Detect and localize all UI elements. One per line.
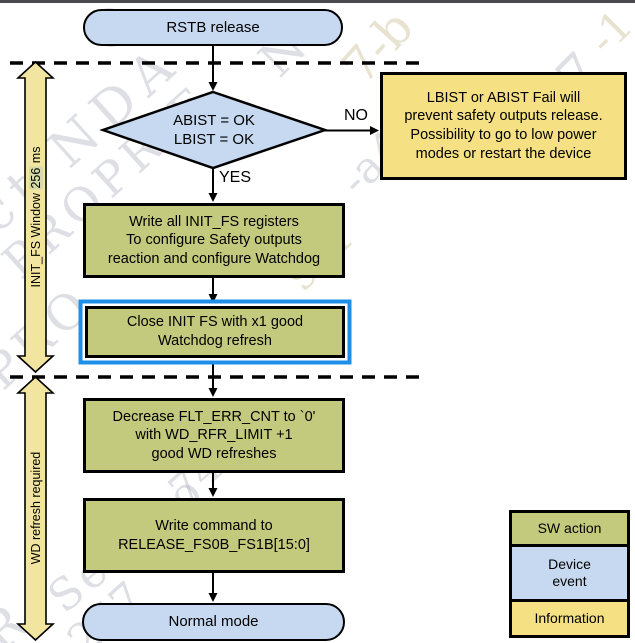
wd-refresh-arrow: [15, 375, 56, 642]
wd-refresh-label: WD refresh required: [29, 451, 43, 565]
init-fs-window-label-prefix: INIT_FS Window: [29, 189, 43, 288]
arrowhead: [208, 488, 218, 497]
arrowhead: [208, 193, 218, 202]
top-border: [0, 0, 635, 3]
action-write-init-fs: Write all INIT_FS registers To configure…: [83, 203, 345, 278]
start-node-rstb-release: RSTB release: [83, 9, 343, 46]
arrowhead: [370, 126, 379, 135]
decision-diamond: [99, 90, 329, 170]
arrowhead: [208, 593, 218, 602]
legend-sw-action: SW action: [509, 510, 630, 547]
info-box-bist-fail: LBIST or ABIST Fail will prevent safety …: [380, 72, 627, 180]
yes-label: YES: [219, 169, 252, 186]
action-write-release-command: Write command to RELEASE_FS0B_FS1B[15:0]: [83, 498, 345, 573]
init-fs-window-label: INIT_FS Window 256 ms: [29, 146, 43, 288]
action-close-init-fs-selected: Close INIT FS with x1 good Watchdog refr…: [85, 306, 345, 358]
legend: SW action Device event Information: [509, 510, 630, 638]
legend-device-event: Device event: [509, 544, 630, 602]
init-fs-window-label-256: 256: [29, 166, 43, 190]
legend-information: Information: [509, 599, 630, 638]
action-decrease-flt-err-cnt: Decrease FLT_ERR_CNT to `0' with WD_RFR_…: [83, 398, 345, 473]
arrowhead: [208, 294, 218, 303]
init-fs-window-arrow: [15, 60, 56, 374]
no-label: NO: [344, 107, 368, 124]
init-fs-window-label-suffix: ms: [29, 146, 43, 167]
end-node-normal-mode: Normal mode: [82, 603, 345, 641]
arrowhead: [208, 82, 218, 91]
arrowhead: [208, 388, 218, 397]
decision-text: ABIST = OK LBIST = OK: [173, 111, 255, 149]
